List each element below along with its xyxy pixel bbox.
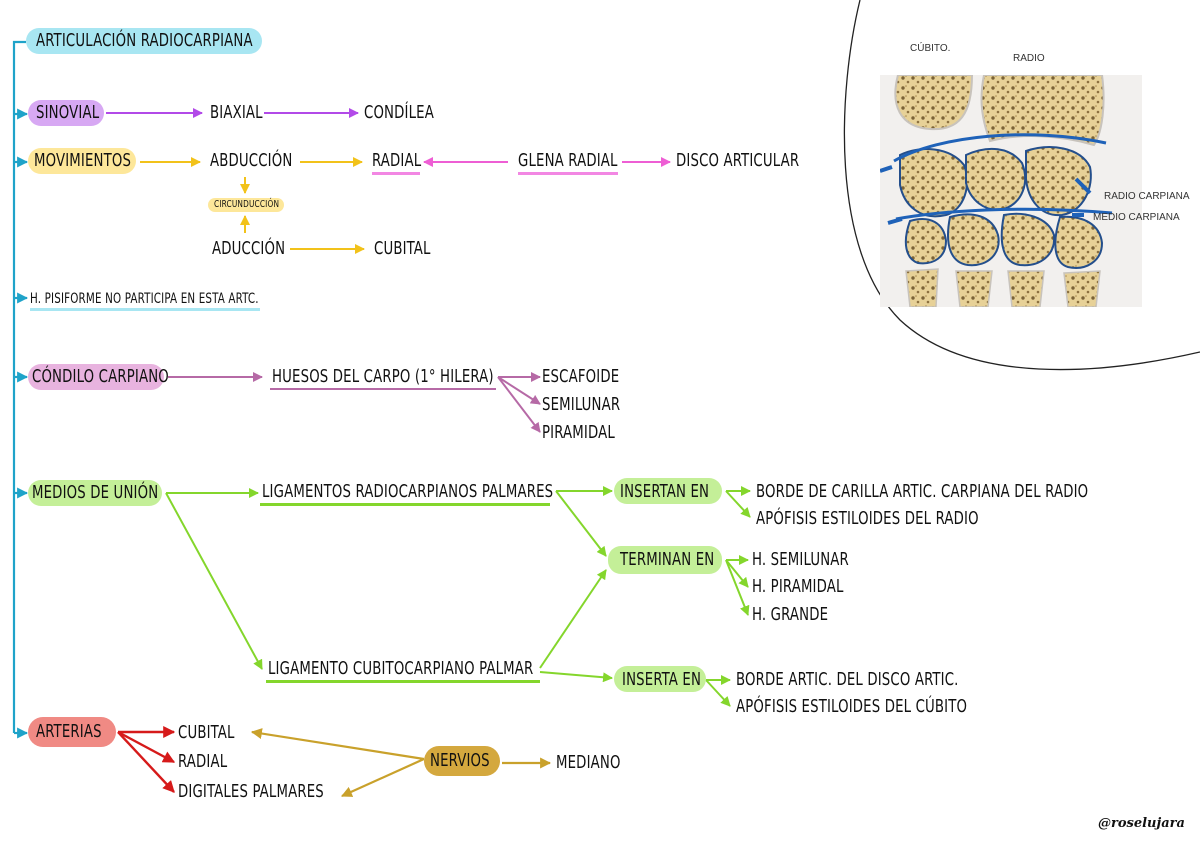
insertan-item-1: BORDE DE CARILLA ARTIC. CARPIANA DEL RAD…: [756, 481, 1089, 502]
signature: @roselujara: [1098, 816, 1185, 831]
condilo-label: CÓNDILO CARPIANO: [32, 366, 169, 387]
lig-radio-underline: [260, 503, 550, 506]
arteria-cubital: CUBITAL: [178, 722, 235, 743]
terminan-item-2: H. PIRAMIDAL: [752, 576, 844, 597]
condilo-highlight: [28, 364, 164, 390]
medios-highlight: [28, 480, 162, 506]
terminan-item-1: H. SEMILUNAR: [752, 549, 849, 570]
insertan-item-2: APÓFISIS ESTILOIDES DEL RADIO: [756, 508, 979, 529]
circunduccion-label: CIRCUNDUCCIÓN: [214, 199, 280, 210]
lig-cubito-label: LIGAMENTO CUBITOCARPIANO PALMAR: [268, 658, 534, 679]
figure-frame-curve: [843, 0, 1200, 371]
radial-underline: [372, 172, 420, 175]
label-radio: RADIO: [1013, 53, 1045, 64]
radial-mov-label: RADIAL: [372, 150, 422, 171]
sinovial-label: SINOVIAL: [36, 102, 100, 123]
title-highlight: [26, 28, 262, 54]
pisiforme-label: H. PISIFORME NO PARTICIPA EN ESTA ARTC.: [30, 291, 259, 307]
movimientos-label: MOVIMIENTOS: [34, 150, 132, 171]
glena-label: GLENA RADIAL: [518, 150, 618, 171]
disco-label: DISCO ARTICULAR: [676, 150, 800, 171]
label-medio-carpiana: MEDIO CARPIANA: [1093, 212, 1180, 223]
lig-cubito-underline: [266, 680, 540, 683]
condilea-label: CONDÍLEA: [364, 102, 434, 123]
arteria-radial: RADIAL: [178, 751, 228, 772]
arterias-highlight: [28, 717, 116, 747]
inserta-highlight: [614, 666, 706, 692]
wrist-anatomy-figure: [880, 75, 1142, 307]
inserta-item-2: APÓFISIS ESTILOIDES DEL CÚBITO: [736, 696, 968, 717]
terminan-highlight: [608, 546, 722, 574]
aduccion-label: ADUCCIÓN: [212, 238, 286, 259]
medios-label: MEDIOS DE UNIÓN: [32, 482, 159, 503]
mediano-label: MEDIANO: [556, 752, 621, 773]
arteria-digitales: DIGITALES PALMARES: [178, 781, 324, 802]
pisiforme-underline: [30, 308, 260, 311]
inserta-item-1: BORDE ARTIC. DEL DISCO ARTIC.: [736, 669, 959, 690]
label-cubito: CÚBITO.: [910, 43, 951, 54]
movimientos-highlight: [28, 148, 136, 174]
inserta-label: INSERTA EN: [622, 669, 702, 690]
nervios-highlight: [424, 746, 500, 776]
piramidal-label: PIRAMIDAL: [542, 422, 615, 443]
lig-radio-label: LIGAMENTOS RADIOCARPIANOS PALMARES: [262, 481, 554, 502]
insertan-label: INSERTAN EN: [620, 481, 710, 502]
label-radio-carpiana: RADIO CARPIANA: [1104, 191, 1190, 202]
terminan-label: TERMINAN EN: [620, 549, 715, 570]
nervios-label: NERVIOS: [430, 750, 490, 771]
huesos-label: HUESOS DEL CARPO (1° HILERA): [272, 366, 494, 387]
cubital-mov-label: CUBITAL: [374, 238, 431, 259]
insertan-highlight: [614, 478, 722, 504]
glena-underline: [518, 172, 618, 175]
circunduccion-highlight: [208, 198, 284, 212]
sinovial-highlight: [28, 100, 104, 126]
huesos-underline: [270, 388, 496, 390]
terminan-item-3: H. GRANDE: [752, 604, 829, 625]
page-title: ARTICULACIÓN RADIOCARPIANA: [36, 30, 253, 51]
escafoide-label: ESCAFOIDE: [542, 366, 620, 387]
abduccion-label: ABDUCCIÓN: [210, 150, 293, 171]
biaxial-label: BIAXIAL: [210, 102, 263, 123]
semilunar-label: SEMILUNAR: [542, 394, 621, 415]
arterias-label: ARTERIAS: [36, 721, 102, 742]
